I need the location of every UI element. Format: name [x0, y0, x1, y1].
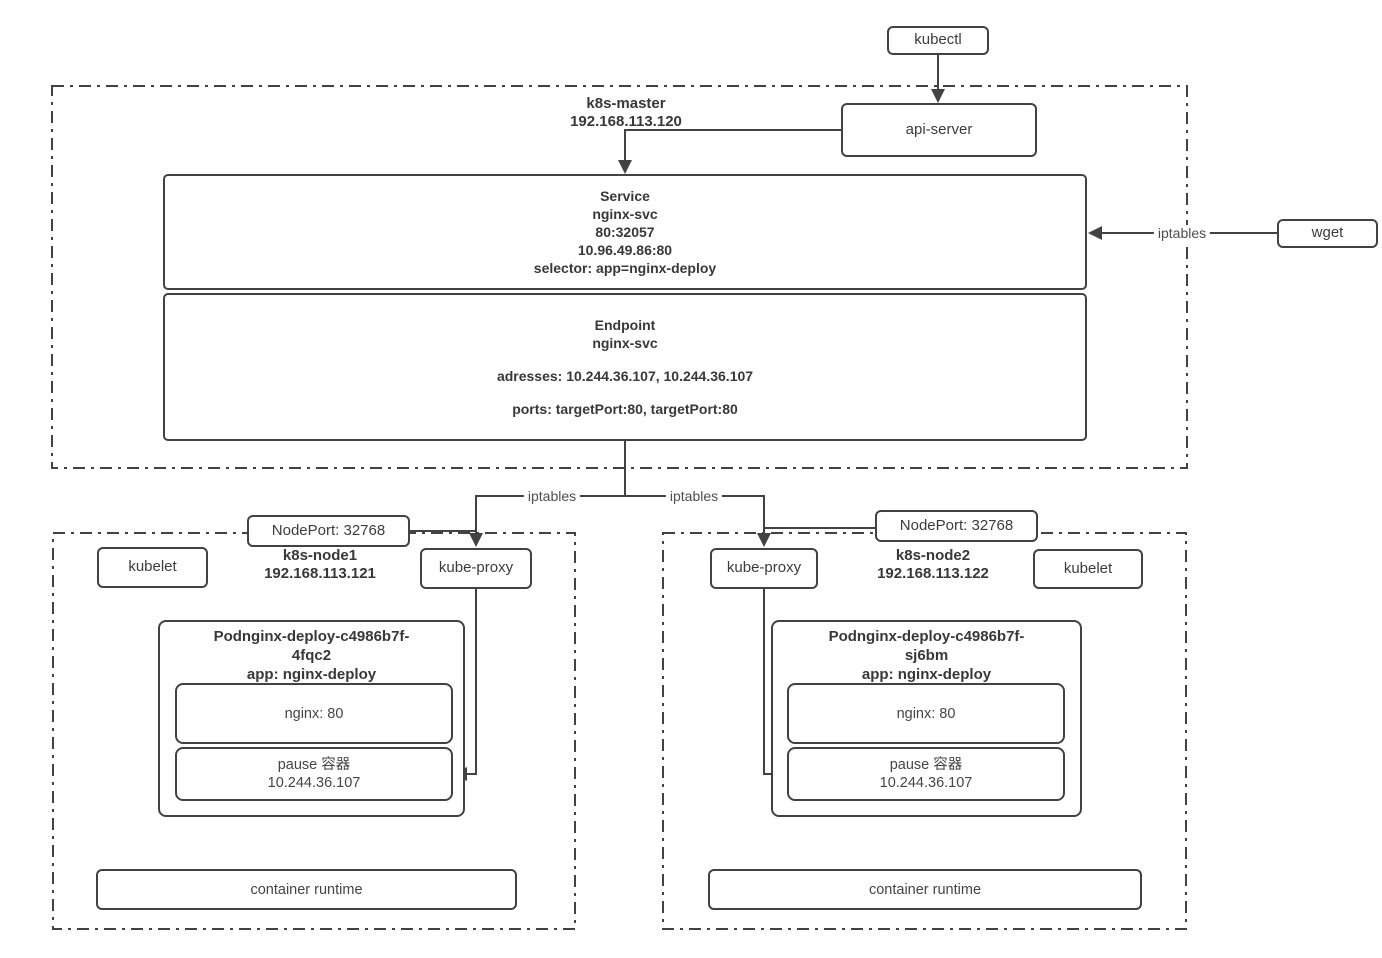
kubelet-box-node2: kubelet — [1033, 549, 1143, 589]
pause-ip-node1: 10.244.36.107 — [267, 775, 361, 791]
kube-proxy-box-node1: kube-proxy — [420, 548, 532, 589]
arrowhead-wget-service — [1088, 226, 1102, 240]
node2-name: k8s-node2 — [895, 547, 971, 564]
api-server-box: api-server — [841, 103, 1037, 157]
pod1-title-line2: 4fqc2 — [291, 647, 332, 664]
service-selector: selector: app=nginx-deploy — [533, 260, 717, 276]
wget-label: wget — [1311, 224, 1344, 242]
wget-box: wget — [1277, 219, 1378, 248]
master-name: k8s-master — [586, 95, 666, 112]
pause-label-node2: pause 容器 — [889, 757, 963, 773]
nginx-container-label-node2: nginx: 80 — [896, 705, 956, 722]
node1-name: k8s-node1 — [282, 547, 358, 564]
node1-title: k8s-node1 192.168.113.121 — [230, 547, 410, 583]
node2-title: k8s-node2 192.168.113.122 — [843, 547, 1023, 583]
container-runtime-label-node2: container runtime — [868, 881, 982, 898]
arrowhead-endpoint-kubeproxy1 — [469, 533, 483, 547]
node1-ip: 192.168.113.121 — [264, 565, 376, 582]
node2-ip: 192.168.113.122 — [877, 565, 989, 582]
kubectl-box: kubectl — [887, 26, 989, 55]
service-ports: 80:32057 — [595, 224, 655, 240]
nginx-container-box-node1: nginx: 80 — [175, 683, 453, 744]
pod1-app-label: app: nginx-deploy — [246, 666, 377, 683]
service-box: Service nginx-svc 80:32057 10.96.49.86:8… — [163, 174, 1087, 290]
arrowhead-apiserver-service — [618, 160, 632, 174]
master-node-boundary — [51, 85, 1188, 469]
master-ip: 192.168.113.120 — [570, 113, 682, 130]
iptables-label-wget: iptables — [1153, 225, 1211, 241]
nodeport-box-node2: NodePort: 32768 — [875, 510, 1038, 542]
endpoint-box: Endpoint nginx-svc adresses: 10.244.36.1… — [163, 293, 1087, 441]
nodeport-box-node1: NodePort: 32768 — [247, 515, 410, 547]
nginx-container-label-node1: nginx: 80 — [284, 705, 344, 722]
nginx-container-box-node2: nginx: 80 — [787, 683, 1065, 744]
service-name: nginx-svc — [592, 206, 658, 222]
master-title: k8s-master 192.168.113.120 — [496, 95, 756, 131]
kubelet-box-node1: kubelet — [97, 547, 208, 588]
container-runtime-box-node2: container runtime — [708, 869, 1142, 910]
service-title: Service — [600, 188, 650, 204]
pod2-title-line2: sj6bm — [904, 647, 949, 664]
service-clusterip: 10.96.49.86:80 — [577, 242, 673, 258]
edge-apiserver-service — [624, 129, 841, 171]
nodeport-label-node1: NodePort: 32768 — [271, 521, 386, 539]
pod2-title-line1: Podnginx-deploy-c4986b7f- — [828, 628, 1025, 645]
endpoint-addresses: adresses: 10.244.36.107, 10.244.36.107 — [496, 368, 754, 384]
iptables-label-node1: iptables — [523, 488, 581, 504]
pause-container-box-node1: pause 容器 10.244.36.107 — [175, 747, 453, 801]
kubelet-label-node2: kubelet — [1063, 559, 1113, 577]
endpoint-title: Endpoint — [594, 317, 656, 333]
endpoint-ports: ports: targetPort:80, targetPort:80 — [512, 401, 738, 417]
endpoint-name: nginx-svc — [592, 335, 658, 351]
kube-proxy-label-node1: kube-proxy — [438, 559, 514, 577]
pod2-app-label: app: nginx-deploy — [861, 666, 992, 683]
pause-container-box-node2: pause 容器 10.244.36.107 — [787, 747, 1065, 801]
api-server-label: api-server — [905, 120, 973, 138]
container-runtime-label-node1: container runtime — [250, 881, 363, 898]
kube-proxy-label-node2: kube-proxy — [726, 559, 802, 577]
container-runtime-box-node1: container runtime — [96, 869, 517, 910]
nodeport-label-node2: NodePort: 32768 — [899, 516, 1014, 534]
arrowhead-kubectl-apiserver — [931, 89, 945, 103]
arrowhead-endpoint-kubeproxy2 — [757, 533, 771, 547]
pod1-title-line1: Podnginx-deploy-c4986b7f- — [213, 628, 410, 645]
kube-proxy-box-node2: kube-proxy — [710, 548, 818, 589]
kubelet-label-node1: kubelet — [128, 558, 177, 576]
pause-label-node1: pause 容器 — [277, 757, 351, 773]
iptables-label-node2: iptables — [665, 488, 723, 504]
pause-ip-node2: 10.244.36.107 — [879, 775, 973, 791]
kubectl-label: kubectl — [914, 31, 962, 49]
